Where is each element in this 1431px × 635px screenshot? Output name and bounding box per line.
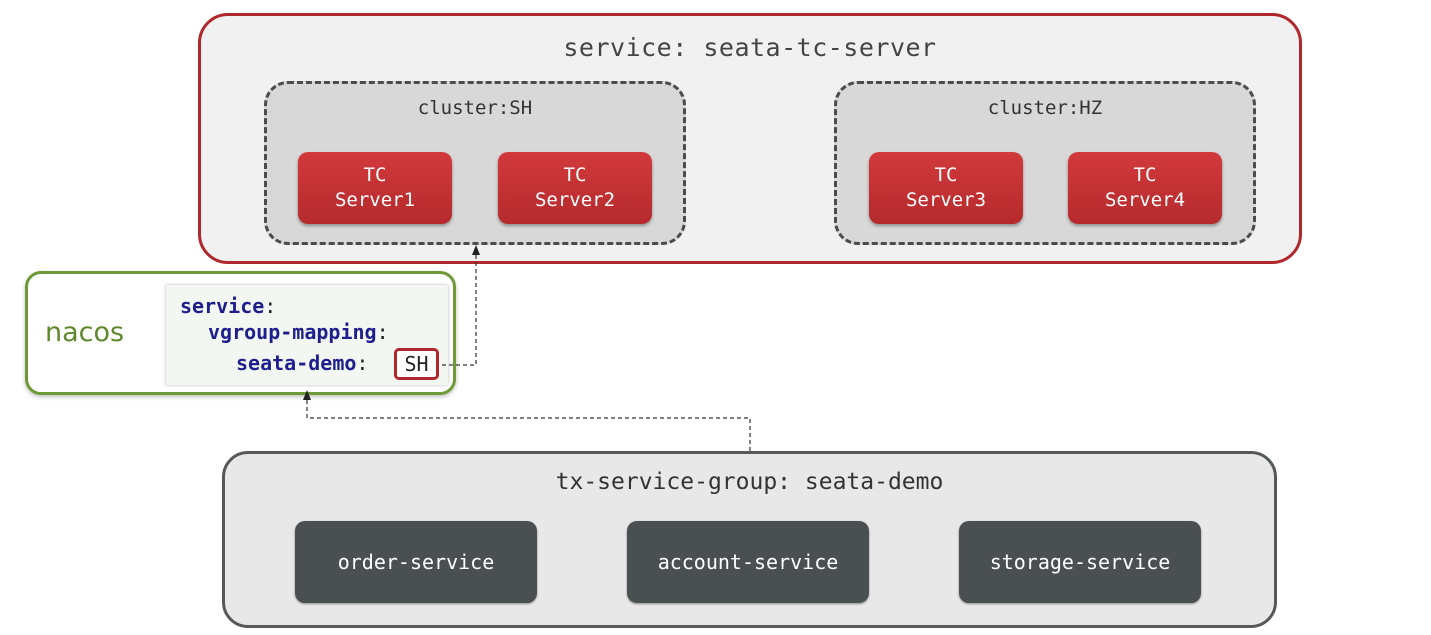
arrowhead-to-cluster xyxy=(472,245,480,255)
code-key-vgroup-mapping: vgroup-mapping xyxy=(208,320,377,344)
order-service-node: order-service xyxy=(295,521,537,603)
nacos-label: nacos xyxy=(45,317,125,348)
arrowhead-to-nacos xyxy=(303,390,311,400)
code-line-service: service: xyxy=(180,293,276,319)
tc-server-1: TC Server1 xyxy=(298,152,452,224)
code-key-service: service xyxy=(180,294,265,318)
code-colon-3: : xyxy=(356,351,369,375)
connector-tx-group-to-nacos xyxy=(306,400,751,451)
tc-server-1-name: Server1 xyxy=(334,189,416,211)
tc-server-3: TC Server3 xyxy=(869,152,1023,224)
account-service-node: account-service xyxy=(627,521,869,603)
tc-server-2-name: Server2 xyxy=(534,189,616,211)
tc-server-2: TC Server2 xyxy=(498,152,652,224)
tc-service-title: service: seata-tc-server xyxy=(563,33,937,62)
tx-service-group-title: tx-service-group: seata-demo xyxy=(555,469,944,495)
code-line-vgroup-mapping: vgroup-mapping: xyxy=(208,319,389,345)
connector-sh-to-cluster xyxy=(442,255,477,366)
tc-server-3-name: Server3 xyxy=(905,189,987,211)
tc-server-1-type: TC xyxy=(363,164,387,186)
tc-server-2-type: TC xyxy=(563,164,587,186)
storage-service-node: storage-service xyxy=(959,521,1201,603)
cluster-hz-label: cluster:HZ xyxy=(987,97,1103,119)
code-colon-1: : xyxy=(264,294,277,318)
tc-server-4-name: Server4 xyxy=(1104,189,1186,211)
tc-server-4: TC Server4 xyxy=(1068,152,1222,224)
code-line-seata-demo: seata-demo: xyxy=(236,350,368,376)
mapping-value-sh: SH xyxy=(394,348,439,380)
code-colon-2: : xyxy=(376,320,389,344)
tc-server-4-type: TC xyxy=(1133,164,1157,186)
code-key-seata-demo: seata-demo xyxy=(236,351,357,375)
tc-server-3-type: TC xyxy=(934,164,958,186)
cluster-sh-label: cluster:SH xyxy=(417,97,533,119)
